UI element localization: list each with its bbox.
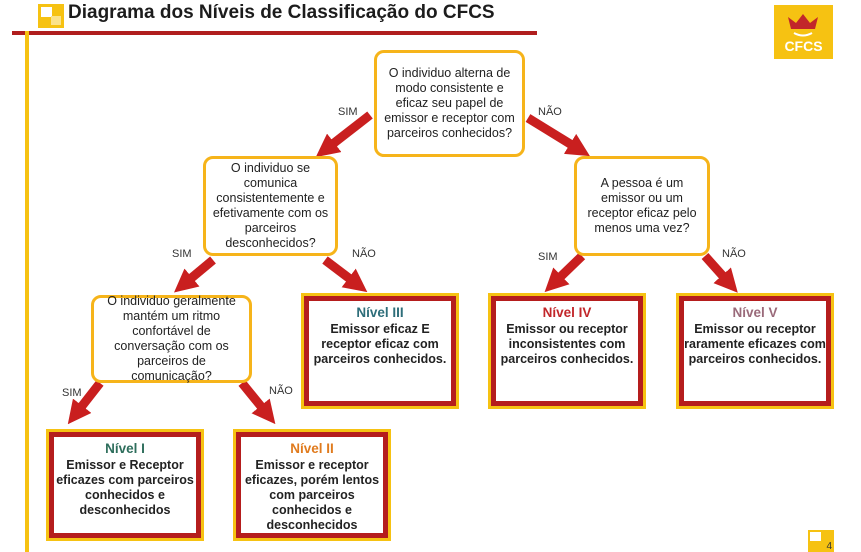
title-divider [12, 31, 537, 35]
arrow-q2-nao [322, 256, 368, 293]
label-q3-sim: SIM [538, 251, 558, 263]
logo-text: CFCS [784, 38, 823, 54]
label-q1-sim: SIM [338, 106, 358, 118]
header-squares-icon [38, 4, 64, 28]
crown-icon [788, 14, 818, 37]
arrow-q3-sim [544, 252, 586, 293]
arrow-q2-sim [174, 256, 216, 293]
level-text-5: Emissor ou receptor raramente eficazes c… [684, 322, 826, 366]
level-title-4: Nível IV [542, 305, 592, 320]
level-box-5: Nível V Emissor ou receptor raramente ef… [676, 293, 834, 409]
label-q4-sim: SIM [62, 387, 82, 399]
arrow-q4-nao [238, 380, 276, 425]
level-title-1: Nível I [105, 441, 145, 456]
page-number-badge: 4 [808, 530, 834, 552]
label-q1-nao: NÃO [538, 106, 562, 118]
level-text-3: Emissor eficaz E receptor eficaz com par… [313, 322, 447, 366]
arrow-q3-nao [701, 253, 738, 293]
level-title-2: Nível II [290, 441, 334, 456]
question-text-3: A pessoa é um emissor ou um receptor efi… [587, 176, 697, 235]
label-q4-nao: NÃO [269, 385, 293, 397]
page-number: 4 [826, 541, 832, 552]
question-box-4: O individuo geralmente mantém um ritmo c… [91, 294, 252, 383]
arrow-q4-sim [67, 380, 104, 425]
level-box-2: Nível II Emissor e receptor eficazes, po… [233, 429, 391, 541]
arrow-q1-sim [315, 111, 373, 158]
label-q2-sim: SIM [172, 248, 192, 260]
question-box-2: O individuo se comunica consistentemente… [203, 156, 338, 256]
label-q3-nao: NÃO [722, 248, 746, 260]
arrow-q1-nao [525, 114, 590, 157]
left-accent-bar [25, 31, 29, 552]
level-text-1: Emissor e Receptor eficazes com parceiro… [56, 458, 194, 517]
question-text-4: O individuo geralmente mantém um ritmo c… [107, 294, 236, 383]
question-text-1: O individuo alterna de modo consistente … [384, 66, 515, 140]
page-squares-icon [808, 530, 834, 552]
question-text-2: O individuo se comunica consistentemente… [212, 161, 329, 250]
level-text-4: Emissor ou receptor inconsistentes com p… [500, 322, 634, 366]
page-title: Diagrama dos Níveis de Classificação do … [68, 2, 495, 23]
question-box-1: O individuo alterna de modo consistente … [374, 50, 525, 157]
level-title-3: Nível III [356, 305, 404, 320]
level-text-2: Emissor e receptor eficazes, porém lento… [244, 458, 380, 532]
question-box-3: A pessoa é um emissor ou um receptor efi… [574, 156, 710, 256]
label-q2-nao: NÃO [352, 248, 376, 260]
level-box-1: Nível I Emissor e Receptor eficazes com … [46, 429, 204, 541]
level-box-4: Nível IV Emissor ou receptor inconsisten… [488, 293, 646, 409]
cfcs-logo: CFCS [774, 5, 833, 59]
level-box-3: Nível III Emissor eficaz E receptor efic… [301, 293, 459, 409]
level-title-5: Nível V [732, 305, 778, 320]
